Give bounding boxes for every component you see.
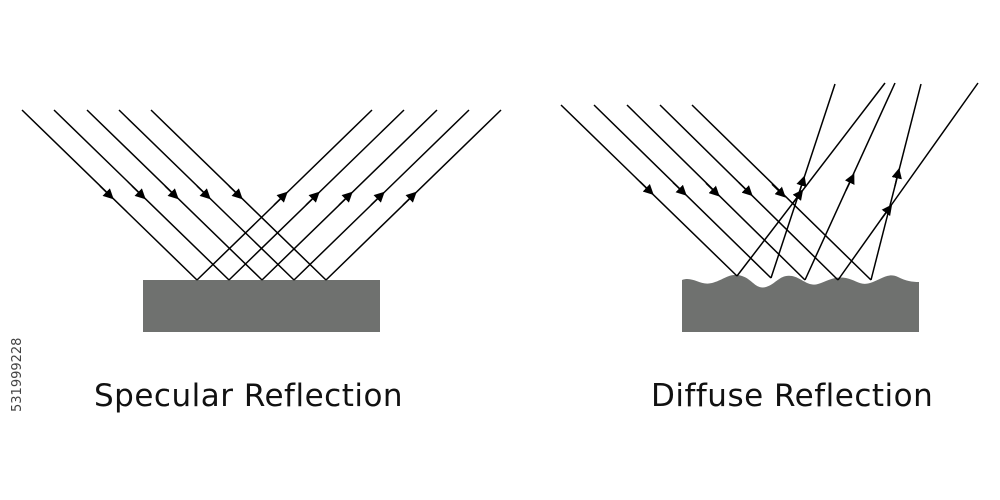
incident-arrow-5 [771,183,786,198]
incident-arrow-4 [738,182,753,197]
incident-arrow-3 [705,182,720,197]
reflected-ray-1 [196,109,373,281]
reflected-arrow-4 [370,191,385,206]
specular-reflected-rays [196,109,502,281]
specular-incident-arrows [99,185,243,200]
smooth-surface [143,280,380,332]
scattered-arrow-2 [796,175,807,194]
reflected-ray-2 [228,109,405,281]
incident-arrow-2 [672,181,687,196]
incident-arrow-3 [164,185,179,200]
scattered-arrow-5 [891,167,902,187]
diffuse-reflected-rays [736,82,979,281]
reflected-ray-5 [325,109,502,281]
diffuse-reflected-arrows [791,167,902,220]
incident-arrow-1 [99,185,114,200]
diffuse-incident-arrows [639,181,786,198]
reflected-arrow-1 [273,191,288,206]
incident-arrow-5 [228,185,243,200]
specular-reflection-caption: Specular Reflection [94,378,404,414]
reflected-arrow-3 [338,191,353,206]
scattered-arrow-4 [880,204,893,220]
specular-reflection-diagram [21,109,502,332]
rough-surface [682,274,919,332]
reflected-ray-4 [293,109,470,281]
incident-arrow-4 [196,185,211,200]
scattered-ray-4 [837,82,979,281]
reflected-ray-3 [261,109,438,281]
specular-reflected-arrows [273,191,417,206]
scattered-arrow-3 [844,173,855,191]
reflected-arrow-5 [402,191,417,206]
scattered-ray-1 [736,82,886,277]
stock-image-id: 531999228 [10,337,25,413]
reflected-arrow-2 [305,191,320,206]
diffuse-reflection-diagram [560,82,979,332]
incident-arrow-1 [639,181,654,196]
diffuse-reflection-caption: Diffuse Reflection [651,378,934,414]
incident-arrow-2 [131,185,146,200]
scattered-arrow-1 [791,189,804,205]
